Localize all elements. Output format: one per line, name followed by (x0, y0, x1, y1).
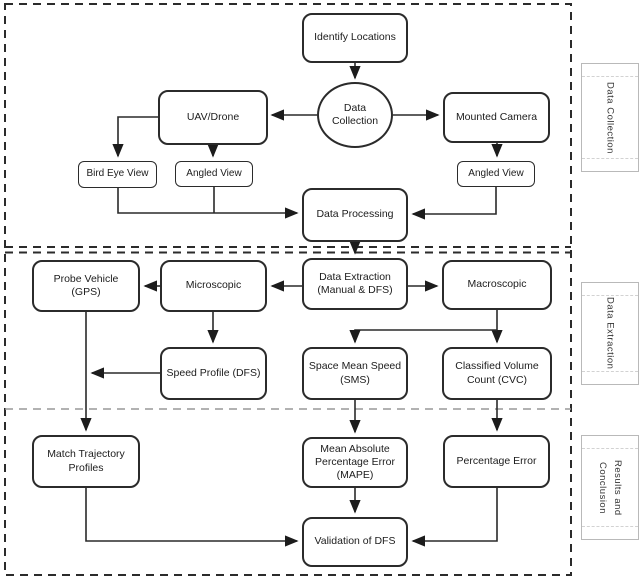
edge-percentage-error-to-validation (411, 488, 498, 547)
section-label-data-extraction: Data Extraction (581, 282, 639, 385)
node-data-processing: Data Processing (302, 188, 408, 242)
edge-views-to-processing (117, 187, 299, 219)
section-label-text: Data Collection (604, 81, 616, 154)
node-bird-eye-view: Bird Eye View (78, 161, 157, 188)
node-percentage-error: Percentage Error (443, 435, 550, 488)
node-macroscopic: Macroscopic (442, 260, 552, 310)
section-label-data-collection: Data Collection (581, 63, 639, 172)
edge-angled-right-to-processing (411, 187, 497, 220)
node-space-mean-speed: Space Mean Speed (SMS) (302, 347, 408, 400)
label-strip (582, 158, 638, 171)
label-strip (582, 64, 638, 77)
node-mape: Mean Absolute Percentage Error (MAPE) (302, 437, 408, 488)
node-probe-vehicle: Probe Vehicle (GPS) (32, 260, 140, 312)
edge-match-to-validation (85, 488, 299, 547)
section-label-text: Data Extraction (604, 297, 616, 370)
node-uav-drone: UAV/Drone (158, 90, 268, 145)
edge-uav-to-birdeye (112, 116, 158, 158)
section-label-results-conclusion: Results and Conclusion (581, 435, 639, 540)
node-mounted-camera: Mounted Camera (443, 92, 550, 143)
edge-macroscopic-to-sms (349, 329, 497, 344)
node-validation-of-dfs: Validation of DFS (302, 517, 408, 567)
label-strip (582, 526, 638, 539)
node-data-collection: Data Collection (317, 82, 393, 148)
section-frame-outer (4, 3, 572, 576)
divider-collection-extraction (5, 246, 571, 254)
node-angled-view-right: Angled View (457, 161, 535, 187)
node-identify-locations: Identify Locations (302, 13, 408, 63)
section-label-text: Results and Conclusion (597, 459, 624, 516)
node-match-trajectory: Match Trajectory Profiles (32, 435, 140, 488)
node-microscopic: Microscopic (160, 260, 267, 312)
node-angled-view-left: Angled View (175, 161, 253, 187)
label-strip (582, 436, 638, 449)
node-data-extraction: Data Extraction (Manual & DFS) (302, 258, 408, 310)
label-strip (582, 283, 638, 296)
node-classified-volume-count: Classified Volume Count (CVC) (442, 347, 552, 400)
node-speed-profile: Speed Profile (DFS) (160, 347, 267, 400)
label-strip (582, 371, 638, 384)
